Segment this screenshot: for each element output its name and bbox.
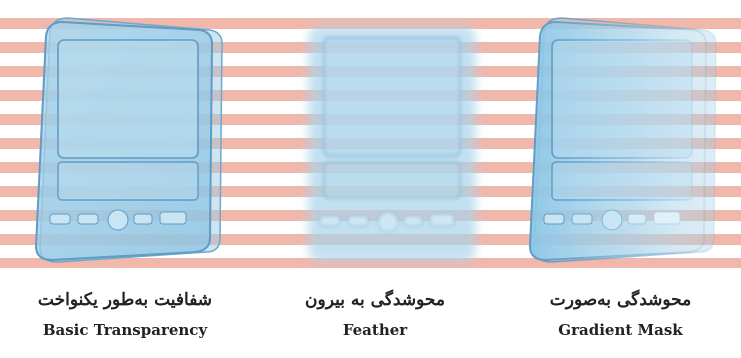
caption-fa: محوشدگی به بیرون xyxy=(250,288,500,312)
caption-fa: محوشدگی به‌صورت xyxy=(500,288,741,312)
caption-en: Gradient Mask xyxy=(500,318,741,342)
caption-fa: شفافیت به‌طور یکنواخت xyxy=(0,288,250,312)
caption-en: Basic Transparency xyxy=(0,318,250,342)
pda-device-icon xyxy=(522,12,722,274)
pda-device-icon xyxy=(28,12,228,274)
caption-feather: محوشدگی به بیرون Feather xyxy=(250,288,500,342)
caption-en: Feather xyxy=(250,318,500,342)
device-feather xyxy=(290,12,490,274)
caption-gradient-mask: محوشدگی به‌صورت Gradient Mask xyxy=(500,288,741,342)
pda-device-icon xyxy=(290,12,490,274)
device-basic-transparency xyxy=(28,12,228,274)
device-gradient-mask xyxy=(522,12,722,274)
caption-basic-transparency: شفافیت به‌طور یکنواخت Basic Transparency xyxy=(0,288,250,342)
